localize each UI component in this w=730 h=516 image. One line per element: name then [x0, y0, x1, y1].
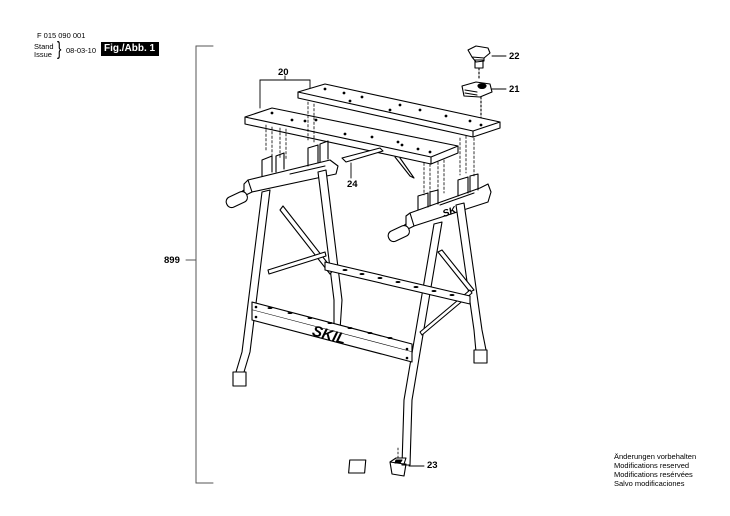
callout-23-foot-cap: 23 — [427, 460, 438, 471]
height-dimension-bracket — [185, 45, 214, 484]
part-24-brace — [341, 147, 415, 179]
right-clamp-jaw — [387, 173, 492, 243]
front-cross-rail — [251, 301, 413, 363]
stand-label: Stand — [34, 42, 54, 51]
left-clamp-jaw — [225, 140, 339, 209]
back-cross-rail — [324, 261, 471, 305]
part-23-foot-cap — [389, 447, 407, 477]
brace-symbol: } — [56, 39, 62, 60]
note-english: Modifications reserved — [614, 461, 690, 470]
callout-leaders — [259, 55, 507, 467]
height-dimension-label: 899 — [164, 255, 180, 266]
part-22-clamp-peg — [467, 45, 491, 81]
left-leg-frame — [232, 169, 343, 387]
part-number: F 015 090 001 — [37, 31, 86, 40]
worktop-front-board — [244, 107, 459, 165]
issue-date: 08-03-10 — [66, 46, 97, 55]
assembly-dashed-lines — [265, 101, 475, 198]
figure-badge: Fig./Abb. 1 — [101, 42, 160, 56]
callout-20-worktop: 20 — [278, 67, 289, 78]
issue-label: Issue — [34, 50, 52, 59]
worktop-back-board — [297, 83, 501, 138]
note-spanish: Salvo modificaciones — [614, 479, 685, 488]
callout-21-clamp-block: 21 — [509, 84, 520, 95]
note-german: Änderungen vorbehalten — [614, 452, 697, 461]
callout-22-clamp-peg: 22 — [509, 51, 520, 62]
modification-notes: Änderungen vorbehalten Modifications res… — [614, 452, 696, 488]
callout-24-brace: 24 — [347, 179, 358, 190]
note-french: Modifications resérvées — [614, 470, 693, 479]
